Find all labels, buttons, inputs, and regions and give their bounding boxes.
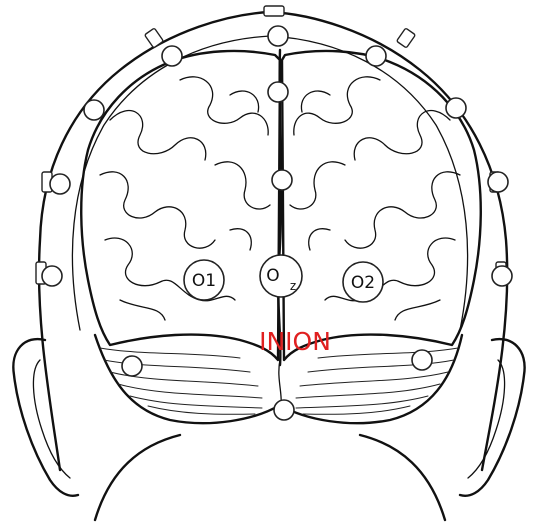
gyri-right-2 [345,172,460,248]
electrode [488,172,508,192]
head-outline [39,12,507,470]
electrode [50,174,70,194]
electrode [492,266,512,286]
gyri-right-4 [294,77,380,135]
electrode [42,266,62,286]
neck-left [95,435,180,520]
gyri-left-1 [110,111,206,160]
cap-tabs [36,6,506,284]
electrode [268,26,288,46]
gyri-left-6 [120,300,165,320]
gyri-right-7 [301,91,330,112]
electrode [268,82,288,102]
cerebellum-hatch-right [296,348,458,414]
electrode [272,170,292,190]
electrode-o1-label: O1 [192,271,216,291]
gyri-right-6 [395,300,440,320]
gyri-left-8 [230,229,251,250]
electrodes-unlabeled [42,26,512,420]
gyri-left-4 [180,77,268,135]
gyri-left-5 [215,162,270,209]
electrode [446,98,466,118]
left-hemisphere [81,51,280,360]
electrode-o2: O2 [343,262,383,302]
electrode-oz: O z [260,255,302,297]
electrode [366,46,386,66]
electrode [274,400,294,420]
neck-right [360,435,445,520]
electrode-o2-label: O2 [351,273,375,293]
inion-label: INION [259,327,331,356]
cerebellum-hatch-left [100,348,262,414]
electrode [412,350,432,370]
gyri-left-7 [230,91,259,112]
electrode [122,356,142,376]
electrode-o1: O1 [184,260,224,300]
gyri-left-2 [100,172,215,248]
electrode [84,100,104,120]
gyri-right-5 [290,162,345,209]
gyri-right-8 [309,229,330,250]
electrode-oz-subscript: z [290,279,296,293]
electrode-oz-label: O [266,266,279,286]
gyri-right-1 [354,111,450,160]
electrode [162,46,182,66]
